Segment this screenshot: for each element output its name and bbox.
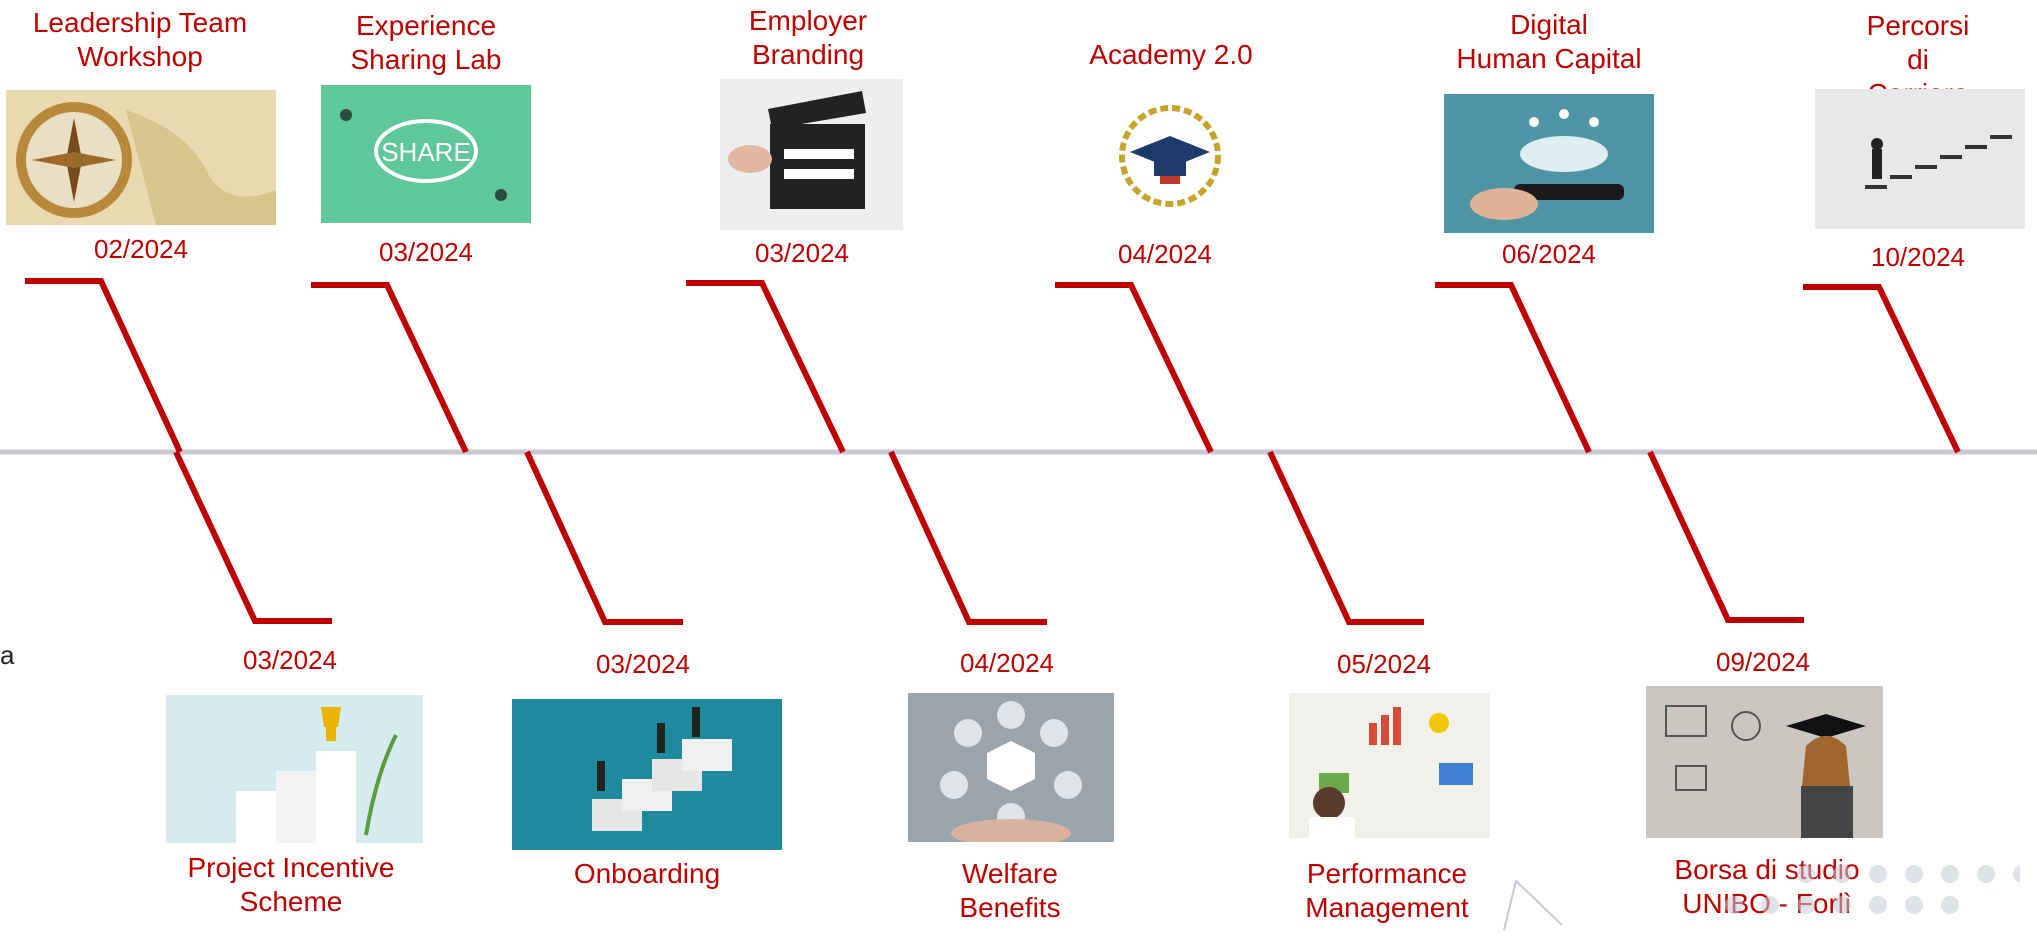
top-branch-5 [1435, 282, 1592, 454]
bottom-branch-1 [173, 450, 332, 624]
milestone-date: 03/2024 [243, 645, 337, 675]
milestone-date: 09/2024 [1716, 647, 1810, 677]
share-board-icon: SHARE [321, 85, 531, 223]
milestone-date: 04/2024 [960, 648, 1054, 678]
compass-map-icon [6, 90, 276, 225]
milestone-title: Academy 2.0 [1089, 39, 1253, 70]
top-branch-3 [686, 280, 846, 454]
milestone-date: 06/2024 [1502, 239, 1596, 269]
podium-trophy-icon [166, 695, 423, 843]
clapperboard-icon [720, 79, 903, 230]
milestone-title: Project Incentive Scheme [187, 852, 395, 917]
milestone-title: Performance Management [1305, 858, 1469, 923]
graduate-thinking-icon [1646, 686, 1883, 838]
milestone-title: Leadership Team Workshop [32, 7, 248, 72]
milestone-title: Onboarding [573, 858, 721, 889]
smartphone-cloud-icon [1444, 94, 1654, 233]
top-branch-2 [311, 282, 469, 454]
milestone-date: 05/2024 [1337, 649, 1431, 679]
bottom-branch-4 [1267, 450, 1424, 625]
bottom-branch-5 [1647, 450, 1804, 623]
bottom-branch-2 [524, 450, 683, 625]
milestone-date: 03/2024 [755, 238, 849, 268]
milestone-date: 10/2024 [1871, 242, 1965, 272]
milestone-title: Digital Human Capital [1456, 9, 1642, 74]
triangle-outline-decoration [1503, 879, 1563, 931]
cut-off-text: a [0, 640, 15, 670]
top-branch-6 [1803, 284, 1961, 454]
milestone-date: 03/2024 [596, 649, 690, 679]
employee-benefits-icon [908, 693, 1114, 842]
top-branch-1 [25, 278, 183, 454]
milestone-title: Employer Branding [748, 5, 868, 70]
milestone-date: 03/2024 [379, 237, 473, 267]
milestone-title: Welfare Benefits [959, 858, 1061, 923]
career-stairs-icon [1815, 89, 2025, 229]
svg-text:SHARE: SHARE [381, 137, 471, 167]
onboarding-blocks-icon [512, 699, 782, 850]
milestone-date: 02/2024 [94, 234, 188, 264]
graduation-cap-badge-icon [1100, 100, 1240, 212]
milestone-title: Experience Sharing Lab [350, 10, 502, 75]
bottom-branch-3 [888, 450, 1047, 625]
top-branch-4 [1055, 282, 1214, 454]
dot-pattern-decoration [1725, 865, 2020, 914]
milestone-date: 04/2024 [1118, 239, 1212, 269]
performance-sketch-icon [1289, 693, 1490, 838]
